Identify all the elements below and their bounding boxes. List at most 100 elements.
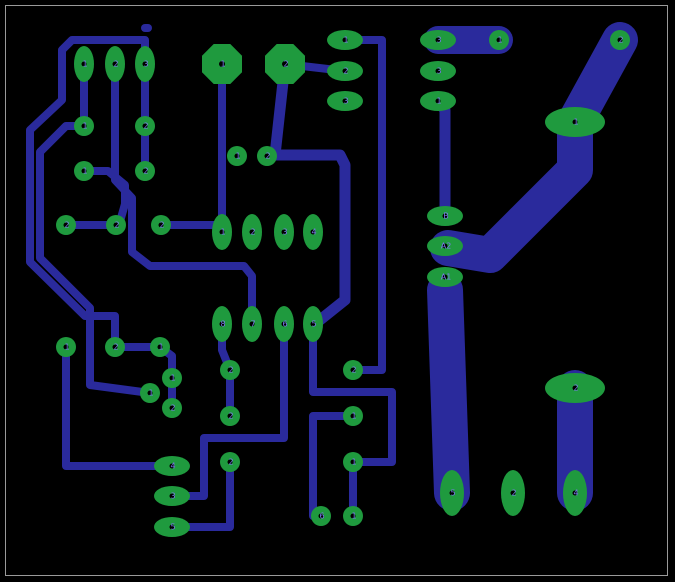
pad-label: 1 <box>170 374 175 383</box>
pad-drill-hole <box>572 490 578 496</box>
pad-drill-hole <box>310 229 316 235</box>
pad-label: 4 <box>170 462 175 471</box>
pad-label: 2 <box>511 489 516 498</box>
pad: 2 <box>105 46 125 82</box>
pad-label: 1 <box>573 118 578 127</box>
pad-label: 1 <box>351 458 356 467</box>
pad-drill-hole <box>282 61 288 67</box>
pad-drill-hole <box>281 321 287 327</box>
pad-drill-hole <box>142 61 148 67</box>
pad-drill-hole <box>219 229 225 235</box>
pad: B <box>427 206 463 226</box>
pad-drill-hole <box>169 463 175 469</box>
pad: 3 <box>154 486 190 506</box>
pad-drill-hole <box>350 459 356 465</box>
pad-label: 1 <box>82 167 87 176</box>
pad-label: 3 <box>282 228 287 237</box>
pad: 2 <box>545 373 605 403</box>
pad-drill-hole <box>572 385 578 391</box>
pad: 6 <box>274 306 294 342</box>
pad-drill-hole <box>227 367 233 373</box>
pad-label: 4 <box>573 489 578 498</box>
pad: 2 <box>257 146 277 166</box>
pad-label: 1 <box>148 389 153 398</box>
pad: 2 <box>56 215 76 235</box>
pad-drill-hole <box>169 405 175 411</box>
pad: 2 <box>135 161 155 181</box>
pad: 1 <box>74 161 94 181</box>
pad-drill-hole <box>510 490 516 496</box>
pad: 1 <box>140 383 160 403</box>
pad-drill-hole <box>318 513 324 519</box>
trace <box>80 167 129 229</box>
pad-drill-hole <box>158 222 164 228</box>
pad: 3 <box>327 91 363 111</box>
pad-drill-hole <box>142 168 148 174</box>
trace <box>309 320 396 466</box>
pad-label: 4 <box>311 228 316 237</box>
pad: 1 <box>227 146 247 166</box>
pad-label: 1 <box>351 412 356 421</box>
pad-label: 2 <box>143 122 148 131</box>
pad-label: 2 <box>250 228 255 237</box>
pad: 1 <box>162 368 182 388</box>
pad-label: 3 <box>170 492 175 501</box>
pad: 8 <box>212 306 232 342</box>
pad-drill-hole <box>350 413 356 419</box>
traces <box>26 22 638 531</box>
pad-drill-hole <box>112 61 118 67</box>
pad-drill-hole <box>342 68 348 74</box>
pad-label: 2 <box>143 167 148 176</box>
pad-label: 1 <box>64 343 69 352</box>
pad-label: 3 <box>343 97 348 106</box>
pad: 1 <box>343 406 363 426</box>
pad-drill-hole <box>112 344 118 350</box>
pad: 2 <box>343 360 363 380</box>
pad-drill-hole <box>310 321 316 327</box>
pad-label: A1 <box>441 273 452 282</box>
pad: 1 <box>202 44 242 84</box>
pad-label: 2 <box>343 67 348 76</box>
pad-drill-hole <box>219 61 225 67</box>
pad-label: 1 <box>343 36 348 45</box>
pad-drill-hole <box>264 153 270 159</box>
pad-label: 1 <box>436 97 441 106</box>
pad: 2 <box>135 116 155 136</box>
trace <box>432 95 451 222</box>
pad-drill-hole <box>81 61 87 67</box>
pad-drill-hole <box>227 413 233 419</box>
pad-label: 5 <box>450 489 455 498</box>
pad: 3 <box>135 46 155 82</box>
pad-label: 2 <box>228 412 233 421</box>
pad: 1 <box>56 337 76 357</box>
pad-drill-hole <box>81 123 87 129</box>
pad: 2 <box>105 337 125 357</box>
pad: 2 <box>106 215 126 235</box>
pad-label: 2 <box>351 366 356 375</box>
pad-drill-hole <box>496 37 502 43</box>
pad-drill-hole <box>113 222 119 228</box>
pad-drill-hole <box>449 490 455 496</box>
trace <box>111 60 256 328</box>
pad-drill-hole <box>442 213 448 219</box>
pad-drill-hole <box>63 222 69 228</box>
pad: 7 <box>242 306 262 342</box>
pad-label: 1 <box>351 512 356 521</box>
trace <box>26 36 149 351</box>
pad-label: B <box>443 212 449 221</box>
pad-drill-hole <box>147 390 153 396</box>
pad: A2 <box>427 236 463 256</box>
pad-drill-hole <box>350 513 356 519</box>
pad: 5 <box>440 470 464 516</box>
pad: 3 <box>274 214 294 250</box>
pad: 2 <box>151 215 171 235</box>
pad-drill-hole <box>435 37 441 43</box>
pad: 6 <box>311 506 331 526</box>
pad-drill-hole <box>169 375 175 381</box>
pad: 2 <box>327 61 363 81</box>
pad-label: 2 <box>159 221 164 230</box>
pad: 1 <box>343 506 363 526</box>
pad-label: 2 <box>170 404 175 413</box>
pad: 1 <box>489 30 509 50</box>
